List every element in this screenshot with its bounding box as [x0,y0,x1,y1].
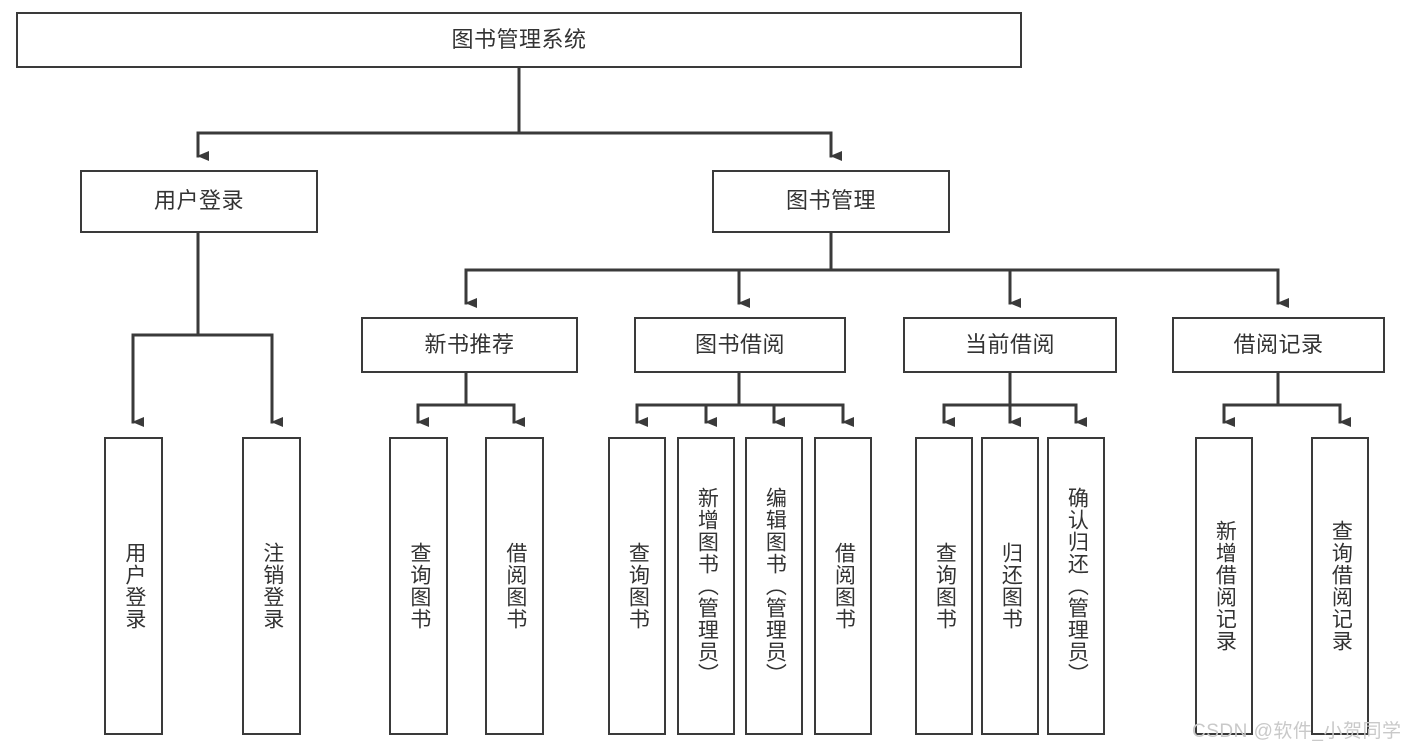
node-borrow-records[interactable]: 借阅记录 [1172,317,1385,373]
leaf-label: 查询借阅记录 [1329,520,1353,652]
leaf-label: 查询图书 [407,542,431,630]
leaf-label: 借阅图书 [503,542,527,630]
leaf-label: 确认归还（管理员） [1065,487,1089,685]
watermark: CSDN @软件_小贺同学 [1192,721,1402,742]
leaf-query-books-recommend[interactable]: 查询图书 [389,437,448,735]
leaf-user-login[interactable]: 用户登录 [104,437,163,735]
leaf-logout[interactable]: 注销登录 [242,437,301,735]
leaf-label: 用户登录 [122,542,146,630]
node-user-login[interactable]: 用户登录 [80,170,318,233]
node-book-management[interactable]: 图书管理 [712,170,950,233]
node-current-borrowing[interactable]: 当前借阅 [903,317,1117,373]
leaf-add-borrow-record[interactable]: 新增借阅记录 [1195,437,1253,735]
leaf-label: 新增借阅记录 [1213,520,1237,652]
leaf-label: 新增图书（管理员） [695,487,719,685]
leaf-label: 查询图书 [626,542,650,630]
leaf-query-borrow-record[interactable]: 查询借阅记录 [1311,437,1369,735]
leaf-label: 归还图书 [999,542,1023,630]
leaf-borrow-books-recommend[interactable]: 借阅图书 [485,437,544,735]
leaf-label: 借阅图书 [832,542,856,630]
leaf-borrow-books-borrowing[interactable]: 借阅图书 [814,437,872,735]
leaf-label: 编辑图书（管理员） [763,487,787,685]
node-book-borrowing[interactable]: 图书借阅 [634,317,846,373]
node-new-book-recommendation[interactable]: 新书推荐 [361,317,578,373]
leaf-label: 查询图书 [933,542,957,630]
leaf-label: 注销登录 [260,542,284,630]
node-root[interactable]: 图书管理系统 [16,12,1022,68]
leaf-return-books[interactable]: 归还图书 [981,437,1039,735]
leaf-add-book-admin[interactable]: 新增图书（管理员） [677,437,735,735]
leaf-edit-book-admin[interactable]: 编辑图书（管理员） [745,437,803,735]
leaf-query-books-current[interactable]: 查询图书 [915,437,973,735]
leaf-query-books-borrowing[interactable]: 查询图书 [608,437,666,735]
leaf-confirm-return-admin[interactable]: 确认归还（管理员） [1047,437,1105,735]
